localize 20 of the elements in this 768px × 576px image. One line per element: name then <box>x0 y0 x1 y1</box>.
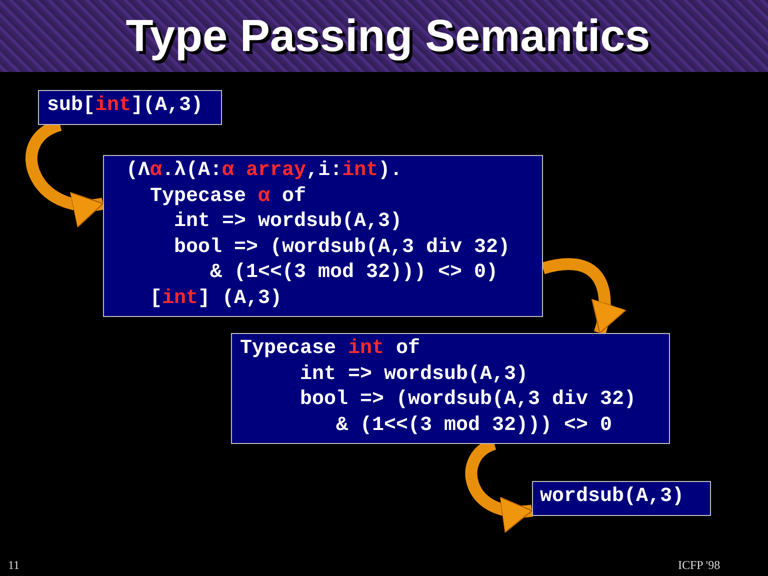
code-box <box>103 155 543 317</box>
code-line: sub[int](A,3) <box>47 93 204 118</box>
page-number: 11 <box>8 558 20 573</box>
code-line: Typecase α of <box>150 184 306 209</box>
code-box <box>38 90 222 125</box>
code-line: [int] (A,3) <box>150 286 282 311</box>
code-line: int => wordsub(A,3) <box>300 362 528 387</box>
code-line: & (1<<(3 mod 32))) <> 0 <box>336 412 612 438</box>
code-line: Typecase int of <box>240 336 420 362</box>
code-line: (Λα.λ(A:α array,i:int). <box>126 158 402 184</box>
code-line: & (1<<(3 mod 32))) <> 0) <box>210 260 498 286</box>
code-box <box>532 481 711 516</box>
code-line: bool => (wordsub(A,3 div 32) <box>174 234 510 260</box>
code-line: wordsub(A,3) <box>540 484 684 510</box>
code-box <box>231 333 670 444</box>
curved-arrow <box>542 258 626 335</box>
code-line: int => wordsub(A,3) <box>174 209 402 234</box>
slide-title: Type Passing Semantics <box>124 10 650 62</box>
footer-text: ICFP '98 <box>678 558 720 573</box>
code-line: bool => (wordsub(A,3 div 32) <box>300 387 636 412</box>
